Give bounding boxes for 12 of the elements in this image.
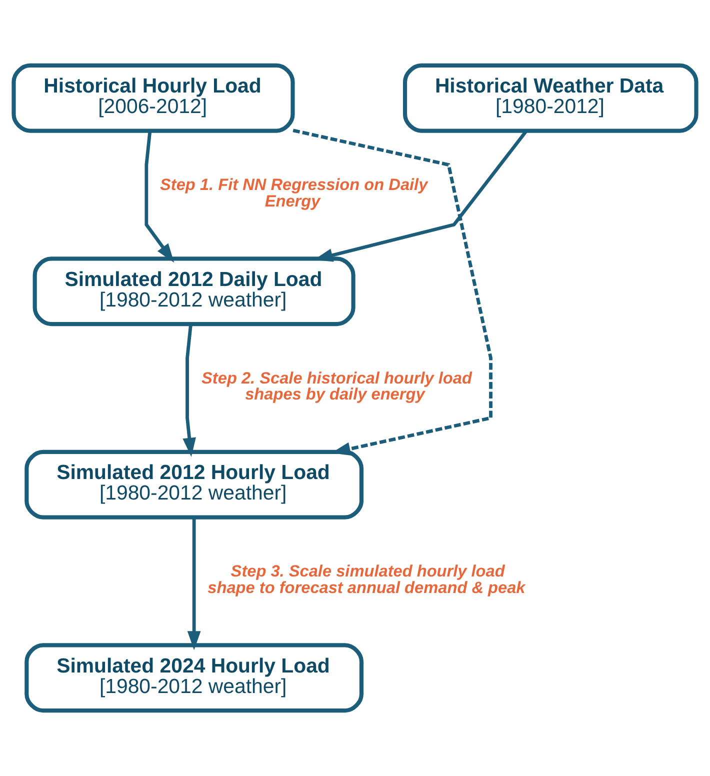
arrow — [292, 128, 492, 456]
node-box: Simulated 2012 Hourly Load [1980-2012 weather] — [24, 450, 364, 520]
node-box: Simulated 2024 Hourly Load [1980-2012 weather] — [24, 643, 364, 713]
node-box: Historical Weather Data [1980-2012] — [402, 63, 698, 133]
arrow — [144, 130, 174, 263]
arrow — [187, 517, 201, 650]
node-box: Historical Hourly Load [2006-2012] — [12, 63, 295, 133]
edge-label: Step 2. Scale historical hourly load shapes by daily energy — [202, 369, 472, 404]
node-box: Simulated 2012 Daily Load [1980-2012 weather] — [32, 256, 356, 326]
edge-label: Step 1. Fit NN Regression on Daily Energy — [160, 176, 428, 210]
arrow — [182, 324, 196, 457]
edge-label: Step 3. Scale simulated hourly load shape to forecast annual demand & peak — [208, 562, 526, 597]
